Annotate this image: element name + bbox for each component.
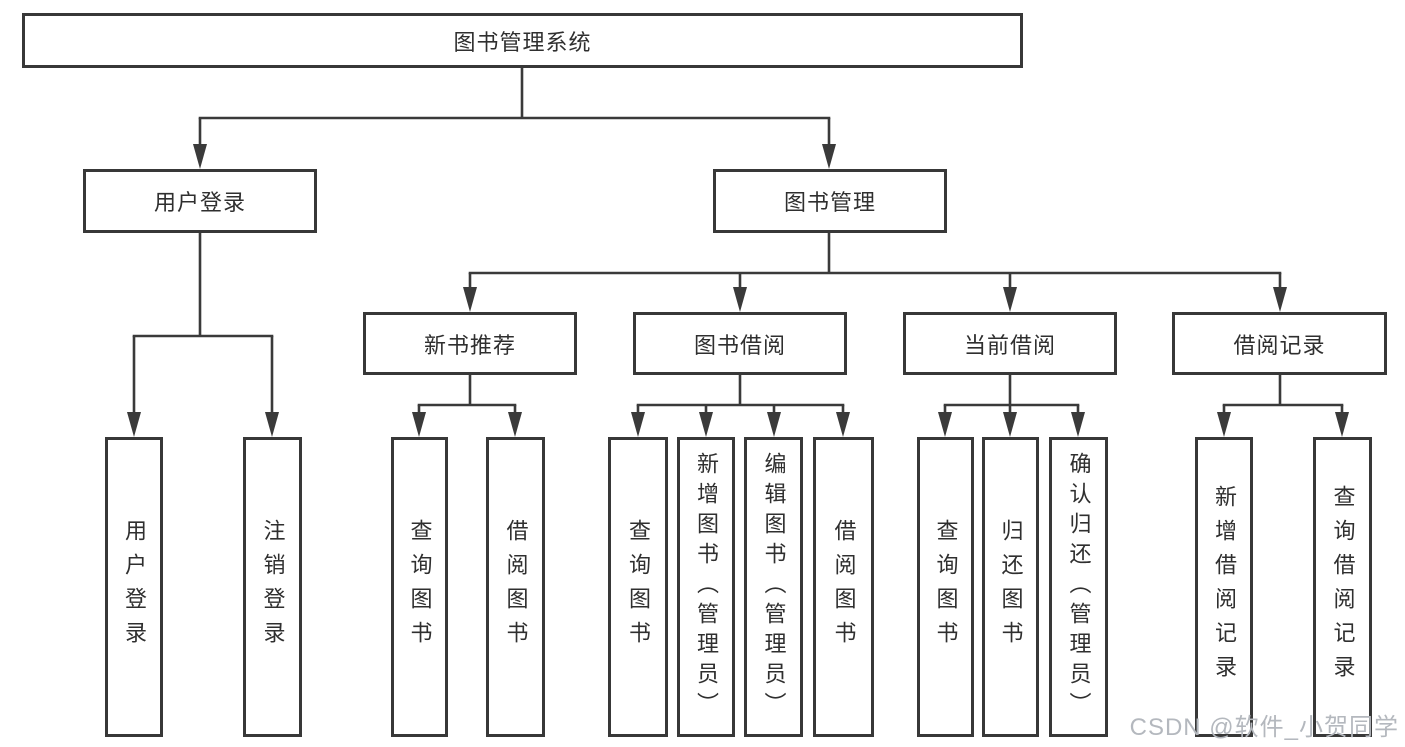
leaf-user-login-label: 用户登录 — [122, 519, 147, 655]
leaf-add-books-admin-label: 新增图书（管理员） — [694, 452, 719, 722]
leaf-logout-label: 注销登录 — [260, 519, 286, 655]
leaf-query-books-2: 查询图书 — [608, 437, 668, 737]
node-new-book-recommend: 新书推荐 — [363, 312, 577, 375]
leaf-query-books-1-label: 查询图书 — [407, 519, 433, 655]
leaf-query-borrow-record: 查询借阅记录 — [1313, 437, 1372, 737]
node-new-book-recommend-label: 新书推荐 — [423, 332, 516, 358]
node-book-management-label: 图书管理 — [783, 190, 876, 215]
leaf-confirm-return-admin-label: 确认归还（管理员） — [1066, 452, 1092, 722]
node-current-borrowing: 当前借阅 — [903, 312, 1117, 375]
node-borrowing-records: 借阅记录 — [1172, 312, 1387, 375]
leaf-confirm-return-admin: 确认归还（管理员） — [1049, 437, 1108, 737]
node-borrowing-records-label: 借阅记录 — [1233, 332, 1326, 358]
leaf-edit-books-admin: 编辑图书（管理员） — [744, 437, 803, 737]
arrowheads — [127, 144, 1349, 437]
leaf-query-books-2-label: 查询图书 — [626, 519, 651, 655]
leaf-query-books-3: 查询图书 — [917, 437, 974, 737]
node-user-login-label: 用户登录 — [153, 190, 246, 215]
leaf-add-borrow-record-label: 新增借阅记录 — [1212, 485, 1237, 689]
node-root: 图书管理系统 — [22, 13, 1023, 68]
node-book-borrowing: 图书借阅 — [633, 312, 847, 375]
leaf-logout: 注销登录 — [243, 437, 302, 737]
leaf-add-books-admin: 新增图书（管理员） — [677, 437, 735, 737]
leaf-query-books-3-label: 查询图书 — [933, 519, 959, 655]
leaf-edit-books-admin-label: 编辑图书（管理员） — [761, 452, 787, 722]
node-current-borrowing-label: 当前借阅 — [963, 332, 1056, 358]
node-book-management: 图书管理 — [713, 169, 947, 233]
leaf-return-books: 归还图书 — [982, 437, 1039, 737]
leaf-borrow-books-1: 借阅图书 — [486, 437, 545, 737]
leaf-query-books-1: 查询图书 — [391, 437, 448, 737]
leaf-user-login: 用户登录 — [105, 437, 163, 737]
leaf-add-borrow-record: 新增借阅记录 — [1195, 437, 1253, 737]
leaf-borrow-books-2-label: 借阅图书 — [831, 519, 857, 655]
leaf-borrow-books-1-label: 借阅图书 — [503, 519, 529, 655]
leaf-query-borrow-record-label: 查询借阅记录 — [1330, 485, 1356, 689]
leaf-borrow-books-2: 借阅图书 — [813, 437, 874, 737]
node-book-borrowing-label: 图书借阅 — [693, 332, 786, 358]
node-root-label: 图书管理系统 — [453, 29, 592, 55]
node-user-login: 用户登录 — [83, 169, 317, 233]
leaf-return-books-label: 归还图书 — [998, 519, 1024, 655]
